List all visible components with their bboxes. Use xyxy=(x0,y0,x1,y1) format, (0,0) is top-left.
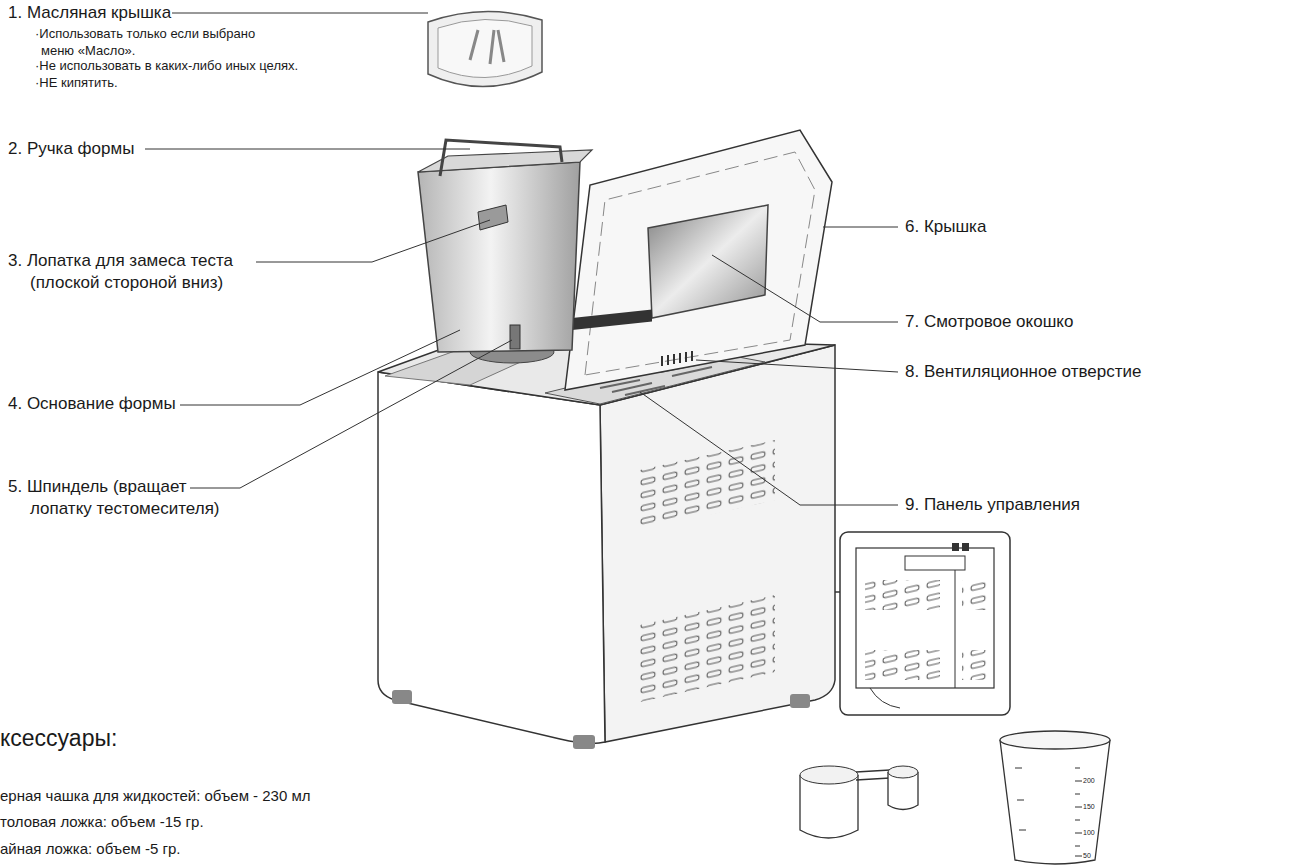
scale-number: 150 xyxy=(1083,802,1095,811)
scale-number: 50 xyxy=(1083,851,1091,860)
scale-number: 100 xyxy=(1083,828,1095,837)
leader-line xyxy=(640,392,898,505)
rear-vents xyxy=(865,580,940,610)
side-vents xyxy=(640,595,775,702)
kneading-blade xyxy=(478,205,508,230)
foot xyxy=(790,694,810,708)
section-heading: ксессуары: xyxy=(0,724,117,754)
oil-lid-body xyxy=(428,11,542,86)
leader-line xyxy=(823,227,898,228)
spoon-bridge xyxy=(856,770,890,780)
lid-hinge xyxy=(572,309,652,329)
leader-line xyxy=(180,330,460,405)
spindle xyxy=(510,325,520,349)
accessory-note: айная ложка: объем -5 гр. xyxy=(0,839,180,859)
leader-line xyxy=(696,360,898,372)
leader-line xyxy=(145,149,470,150)
leader-lines xyxy=(145,13,898,505)
part-name: 8. Вентиляционное отверстие xyxy=(905,361,1141,383)
pan-handle xyxy=(440,140,562,176)
leader-line xyxy=(190,340,512,488)
inset-frame xyxy=(840,532,1010,715)
viewing-window xyxy=(648,205,768,318)
accessory-note: толовая ложка: объем -15 гр. xyxy=(0,812,204,832)
rear-vents xyxy=(962,650,990,680)
oil-lid xyxy=(428,11,542,86)
leader-line xyxy=(256,220,490,262)
part-name: 3. Лопатка для замеса теста (плоской сто… xyxy=(8,250,295,294)
part-name: 9. Панель управления xyxy=(905,494,1080,516)
lid xyxy=(565,130,832,390)
part-note: ·Не использовать в каких-либо иных целях… xyxy=(35,58,298,75)
lid-seal xyxy=(585,152,815,375)
cup-scale xyxy=(1015,768,1026,830)
scale-number: 200 xyxy=(1083,776,1095,785)
baking-pan xyxy=(418,140,592,363)
pan-body xyxy=(418,162,580,352)
lid-vent xyxy=(662,351,692,366)
part-name: 6. Крышка xyxy=(905,216,986,238)
part-name: 5. Шпиндель (вращает лопатку тестомесите… xyxy=(8,476,225,520)
measuring-spoon xyxy=(800,766,918,838)
rear-vents xyxy=(962,580,990,610)
cup-rim xyxy=(1000,731,1110,749)
oil-lid-ridges xyxy=(470,30,504,64)
part-name: 4. Основание формы xyxy=(8,393,176,415)
part-name: 2. Ручка формы xyxy=(8,138,134,160)
spoon-small-rim xyxy=(888,766,918,778)
foot xyxy=(573,735,595,749)
power-cord xyxy=(870,688,900,708)
rear-panel xyxy=(856,548,994,688)
measuring-cup xyxy=(1000,731,1110,864)
rear-handle xyxy=(905,556,965,570)
part-name: 1. Масляная крышка xyxy=(8,2,171,24)
cup-body xyxy=(1000,740,1110,864)
body-side xyxy=(600,345,835,742)
lid-shell xyxy=(565,130,832,390)
cup-scale xyxy=(1075,768,1082,856)
oil-lid-top xyxy=(438,19,532,77)
part-note: ·НЕ кипятить. xyxy=(35,75,118,92)
side-vents xyxy=(640,440,775,530)
body-front xyxy=(378,372,605,743)
rear-seam xyxy=(955,570,956,688)
spoon-large-rim xyxy=(800,766,858,784)
rear-view-inset xyxy=(835,532,1010,715)
accessory-note: ерная чашка для жидкостей: объем - 230 м… xyxy=(0,786,311,806)
foot xyxy=(392,690,412,704)
part-name: 7. Смотровое окошко xyxy=(905,311,1073,333)
part-note: ·Использовать только если выбрано меню «… xyxy=(35,26,266,60)
rear-latch xyxy=(962,543,969,551)
rear-latch xyxy=(952,543,959,551)
leader-line xyxy=(172,13,428,14)
rear-vents xyxy=(865,650,940,680)
leader-line xyxy=(712,255,898,322)
